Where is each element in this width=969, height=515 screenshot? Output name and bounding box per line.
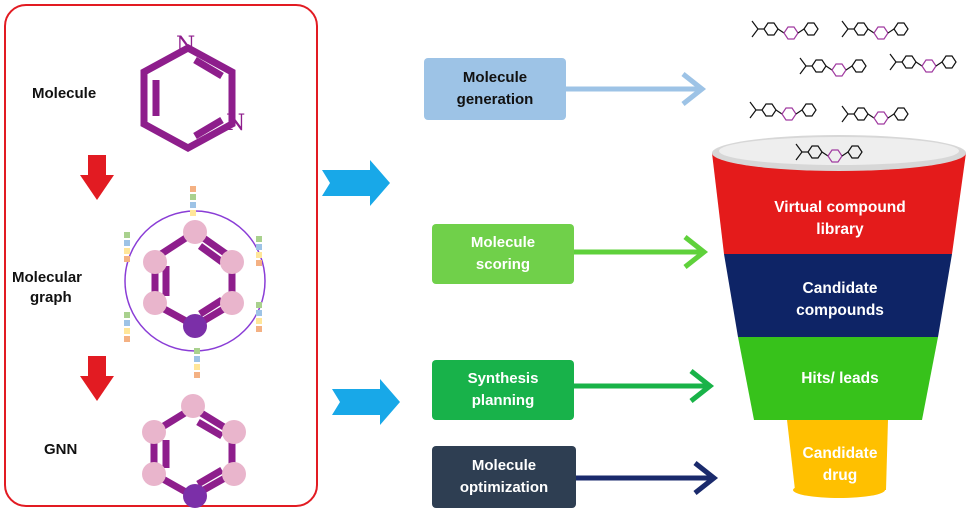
- funnel-candidate-drug: Candidate drug: [790, 443, 890, 487]
- feature-vector-top: [190, 186, 196, 216]
- arrow-synthesis: [574, 369, 715, 403]
- funnel-label-line1: Candidate: [802, 445, 878, 462]
- step-label-line1: Molecule: [471, 457, 537, 474]
- feature-vector-right: [256, 236, 262, 266]
- funnel-label-line1: Candidate: [802, 280, 878, 297]
- compound-structures: [749, 20, 957, 163]
- funnel-label-line2: compounds: [796, 302, 884, 319]
- feature-vector-left: [124, 232, 130, 262]
- funnel-label-line2: drug: [822, 467, 858, 484]
- funnel-hits-leads: Hits/ leads: [740, 368, 940, 390]
- gnn-label: GNN: [44, 441, 78, 458]
- molecular-graph-label-line2: graph: [30, 289, 72, 306]
- molecular-graph-label-line1: Molecular: [12, 269, 83, 286]
- compound-5: [749, 101, 817, 121]
- step-label-line1: Synthesis: [467, 370, 539, 387]
- molecule-label: Molecule: [32, 85, 97, 102]
- arrow-optimization: [576, 461, 719, 495]
- step-label-line2: optimization: [459, 479, 549, 496]
- big-arrow-icon: [332, 379, 400, 425]
- funnel-label-line1: Hits/ leads: [801, 370, 879, 387]
- feature-vector-bottom: [194, 348, 200, 378]
- compound-6: [841, 105, 909, 125]
- feature-vector-lower-right: [256, 302, 262, 332]
- funnel: [712, 135, 966, 498]
- molecule-generation-box: Molecule generation: [424, 58, 566, 120]
- feature-vector-lower-left: [124, 312, 130, 342]
- molecule-scoring-box: Molecule scoring: [432, 224, 574, 284]
- atom-n-right: N: [226, 111, 245, 136]
- gnn-molecule: [142, 394, 246, 508]
- step-label-line2: planning: [471, 392, 535, 409]
- big-arrow-icon: [322, 160, 390, 206]
- synthesis-planning-box: Synthesis planning: [432, 360, 574, 420]
- funnel-label-line1: Virtual compound: [774, 199, 906, 216]
- gnn-panel: [4, 4, 318, 507]
- compound-1: [751, 20, 819, 40]
- compound-7: [795, 143, 863, 163]
- down-arrow-icon: [80, 356, 114, 401]
- funnel-virtual-library: Virtual compound library: [740, 197, 940, 241]
- compound-3: [799, 57, 867, 77]
- step-label-line2: generation: [456, 91, 534, 108]
- molecule-optimization-box: Molecule optimization: [432, 446, 576, 508]
- step-label-line1: Molecule: [462, 69, 528, 86]
- down-arrow-icon: [80, 155, 114, 200]
- step-label-line2: scoring: [475, 256, 531, 273]
- arrow-generation: [566, 72, 707, 106]
- pyrimidine-molecule: [140, 44, 236, 152]
- compound-2: [841, 20, 909, 40]
- molecular-graph: [124, 186, 266, 378]
- step-label-line1: Molecule: [470, 234, 536, 251]
- funnel-candidate-compounds: Candidate compounds: [740, 278, 940, 322]
- compound-4: [889, 53, 957, 73]
- atom-n-top: N: [176, 33, 195, 58]
- arrow-scoring: [574, 235, 709, 269]
- funnel-label-line2: library: [816, 221, 864, 238]
